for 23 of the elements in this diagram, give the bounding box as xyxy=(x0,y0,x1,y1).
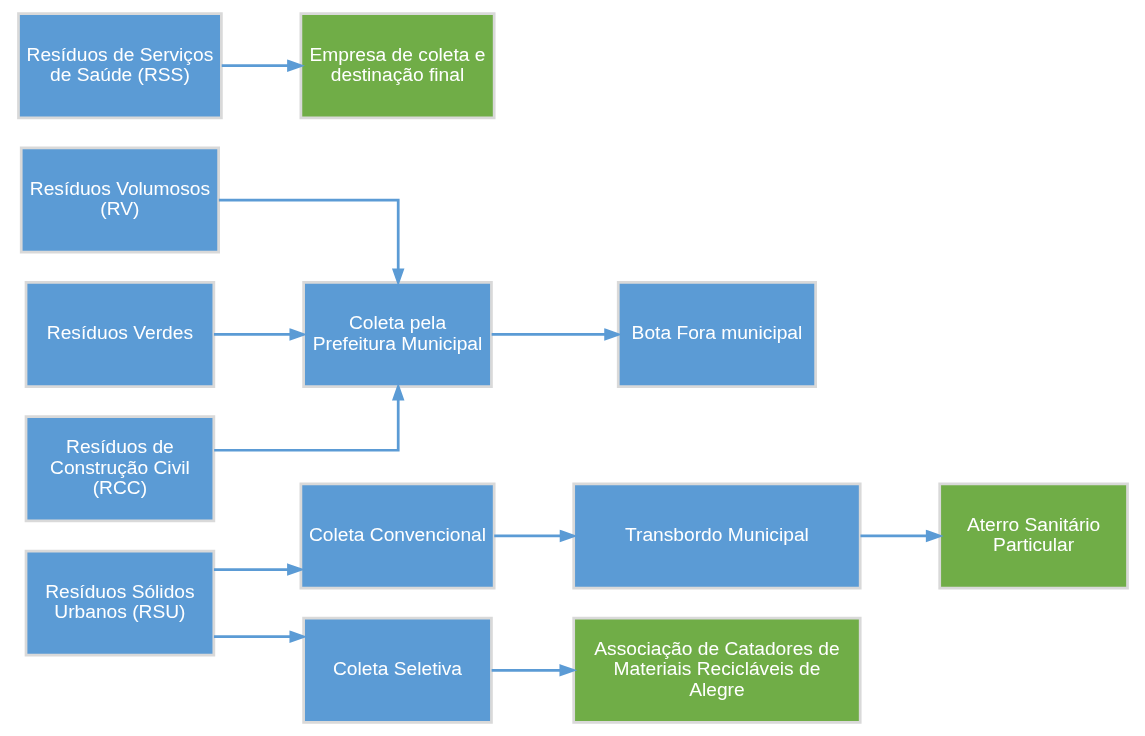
node-box: Resíduos de Serviços de Saúde (RSS) xyxy=(16,12,223,120)
node-box: Resíduos Sólidos Urbanos (RSU) xyxy=(24,549,215,657)
node-box: Coleta pela Prefeitura Municipal xyxy=(301,280,493,388)
node-box: Associação de Catadores de Materiais Recicláveis de Alegre xyxy=(571,616,862,724)
node-box: Aterro Sanitário Particular xyxy=(937,482,1129,590)
node-box: Coleta Seletiva xyxy=(301,616,493,724)
arrow xyxy=(213,382,404,452)
node-box: Empresa de coleta e destinação final xyxy=(299,12,496,120)
arrow xyxy=(859,529,944,543)
arrow xyxy=(493,529,578,543)
arrow xyxy=(221,59,305,72)
node-box: Resíduos de Construção Civil (RCC) xyxy=(24,415,215,523)
node-box: Resíduos Verdes xyxy=(24,280,215,388)
node-box: Transbordo Municipal xyxy=(571,482,862,590)
arrow xyxy=(491,664,577,677)
arrow xyxy=(491,328,622,341)
arrow xyxy=(213,630,307,643)
node-box: Bota Fora municipal xyxy=(616,280,817,388)
node-box: Resíduos Volumosos (RV) xyxy=(19,146,220,254)
arrow xyxy=(218,198,404,287)
arrow xyxy=(213,328,307,341)
arrow xyxy=(213,563,305,576)
node-box: Coleta Convencional xyxy=(299,482,496,590)
